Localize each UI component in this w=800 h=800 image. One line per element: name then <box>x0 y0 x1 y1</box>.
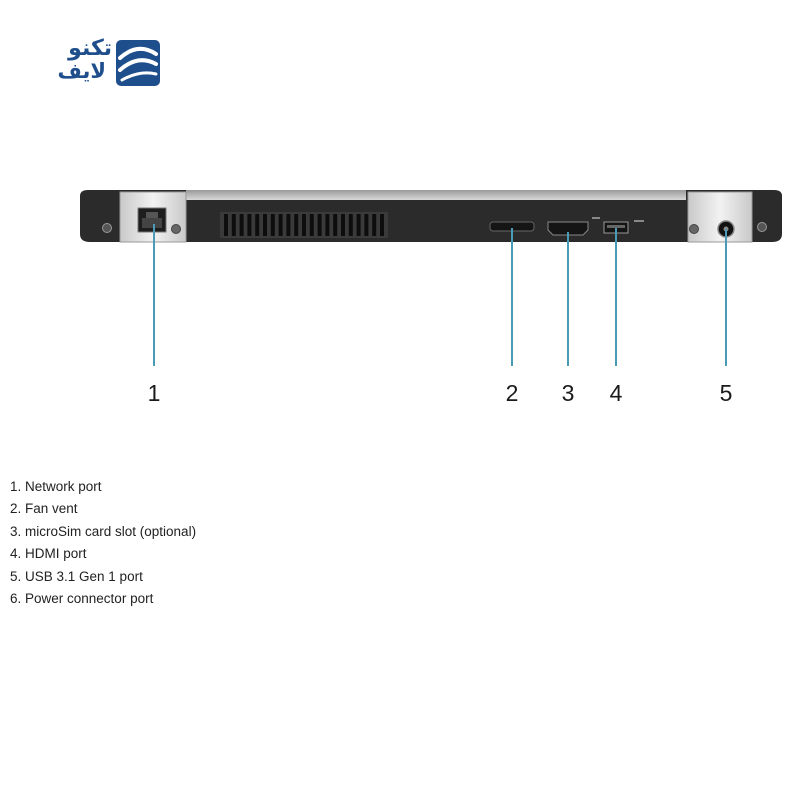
laptop-rear-diagram <box>80 190 782 366</box>
callout-3: 3 <box>561 380 575 406</box>
logo-line-1: تکنو <box>68 36 112 61</box>
fan-vent-icon <box>220 212 388 238</box>
vent-slat <box>364 214 369 236</box>
vent-slat <box>247 214 252 236</box>
chassis <box>80 190 782 243</box>
network-port-icon <box>137 207 167 233</box>
vent-slat <box>348 214 353 236</box>
callout-2: 2 <box>505 380 519 406</box>
legend-item: 6. Power connector port <box>10 590 154 606</box>
leader-lines <box>153 224 727 366</box>
vent-slat <box>302 214 306 236</box>
vent-slat <box>231 214 236 236</box>
port-legend: 1. Network port 2. Fan vent 3. microSim … <box>10 476 196 610</box>
screw-hinge-left <box>171 224 181 234</box>
vent-slat <box>317 214 322 236</box>
vent-slat <box>255 214 260 236</box>
logo-mark-icon <box>116 40 160 86</box>
vent-slat <box>372 214 377 236</box>
legend-item: 2. Fan vent <box>10 501 78 517</box>
screw-left <box>102 223 112 233</box>
logo-wordmark: تکنو لایف <box>38 36 112 83</box>
vent-slat <box>224 214 228 236</box>
screw-right <box>757 222 767 232</box>
vent-slat <box>356 214 361 236</box>
vent-slat <box>333 214 338 236</box>
vent-slat <box>325 214 330 236</box>
vent-slat <box>294 214 299 236</box>
hdmi-port-icon <box>547 217 600 236</box>
legend-item: 5. USB 3.1 Gen 1 port <box>10 568 143 584</box>
callout-1: 1 <box>147 380 161 406</box>
vent-slat <box>286 214 291 236</box>
logo-line-2: لایف <box>57 59 106 83</box>
callout-5: 5 <box>719 380 733 406</box>
legend-item: 3. microSim card slot (optional) <box>10 523 197 539</box>
legend-item: 1. Network port <box>10 479 102 494</box>
vent-slat <box>341 214 345 236</box>
vent-slat <box>263 214 267 236</box>
vent-slat <box>380 214 384 236</box>
vent-slat <box>278 214 283 236</box>
vent-slat <box>239 214 244 236</box>
vent-slat <box>270 214 275 236</box>
callout-4: 4 <box>609 380 623 406</box>
brand-logo: تکنو لایف <box>38 38 162 90</box>
legend-item: 4. HDMI port <box>10 546 87 562</box>
vent-slat <box>309 214 314 236</box>
screw-hinge-right <box>689 224 699 234</box>
